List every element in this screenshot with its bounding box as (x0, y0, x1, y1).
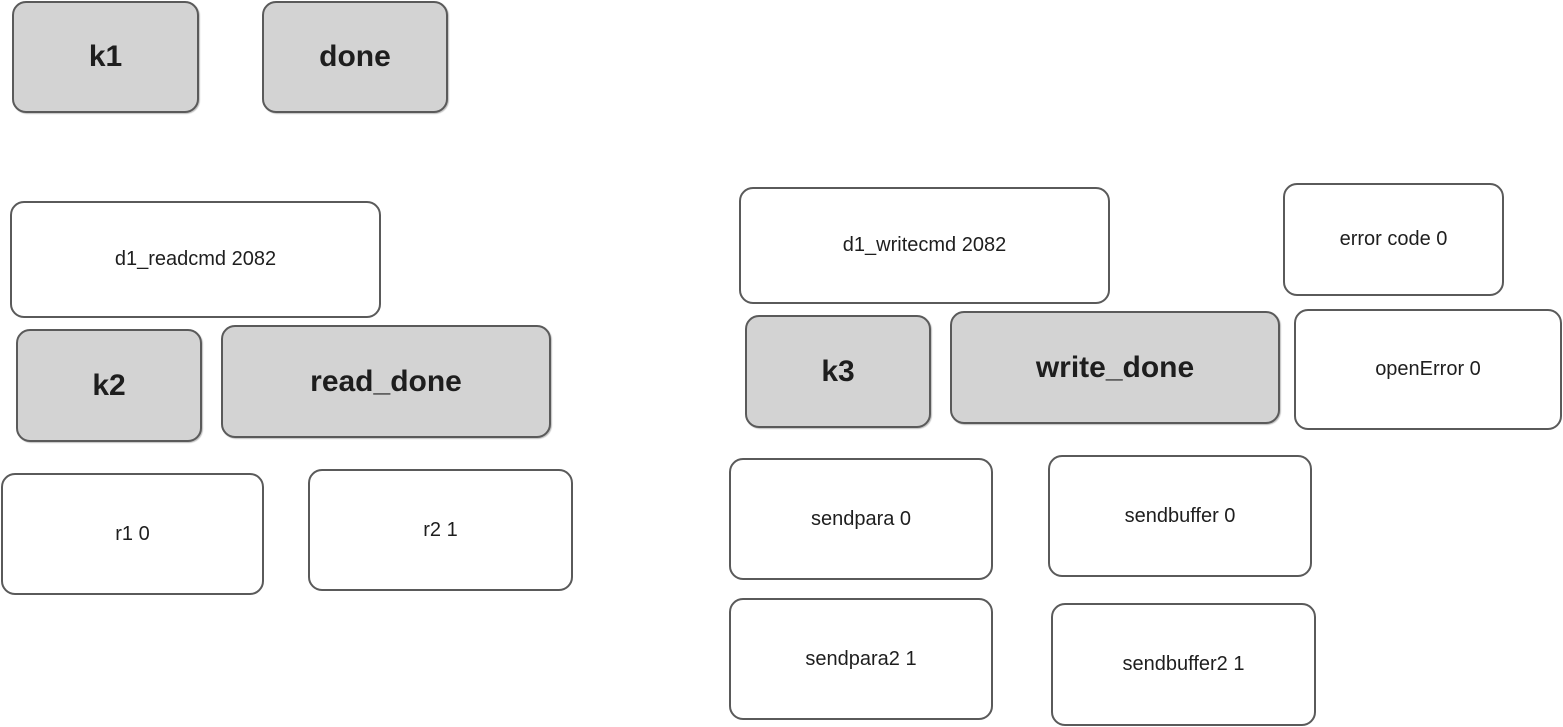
d1-writecmd-display: d1_writecmd 2082 (739, 187, 1110, 304)
r1-text: r1 0 (115, 522, 150, 545)
k1-button[interactable]: k1 (12, 1, 199, 113)
sendbuffer-display: sendbuffer 0 (1048, 455, 1312, 577)
open-error-display: openError 0 (1294, 309, 1562, 430)
sendpara2-display: sendpara2 1 (729, 598, 993, 720)
k2-button-label: k2 (92, 368, 126, 402)
sendpara2-text: sendpara2 1 (805, 647, 917, 670)
error-code-display: error code 0 (1283, 183, 1504, 296)
sendbuffer2-display: sendbuffer2 1 (1051, 603, 1316, 726)
r1-display: r1 0 (1, 473, 264, 595)
sendpara-display: sendpara 0 (729, 458, 993, 580)
k3-button[interactable]: k3 (745, 315, 931, 428)
sendbuffer-text: sendbuffer 0 (1124, 504, 1236, 527)
k2-button[interactable]: k2 (16, 329, 202, 442)
d1-writecmd-text: d1_writecmd 2082 (842, 234, 1007, 256)
r2-text: r2 1 (423, 518, 458, 541)
k3-button-label: k3 (821, 354, 855, 388)
open-error-text: openError 0 (1375, 358, 1481, 380)
sendbuffer2-text: sendbuffer2 1 (1122, 653, 1245, 675)
k1-button-label: k1 (88, 40, 123, 73)
sendpara-text: sendpara 0 (810, 507, 912, 530)
error-code-text: error code 0 (1339, 228, 1448, 250)
r2-display: r2 1 (308, 469, 573, 591)
d1-readcmd-text: d1_readcmd 2082 (114, 248, 277, 270)
done-button[interactable]: done (262, 1, 448, 113)
read-done-button-label: read_done (310, 364, 462, 398)
d1-readcmd-display: d1_readcmd 2082 (10, 201, 381, 318)
write-done-button[interactable]: write_done (950, 311, 1280, 424)
read-done-button[interactable]: read_done (221, 325, 551, 438)
write-done-button-label: write_done (1035, 350, 1195, 384)
done-button-label: done (319, 40, 391, 73)
